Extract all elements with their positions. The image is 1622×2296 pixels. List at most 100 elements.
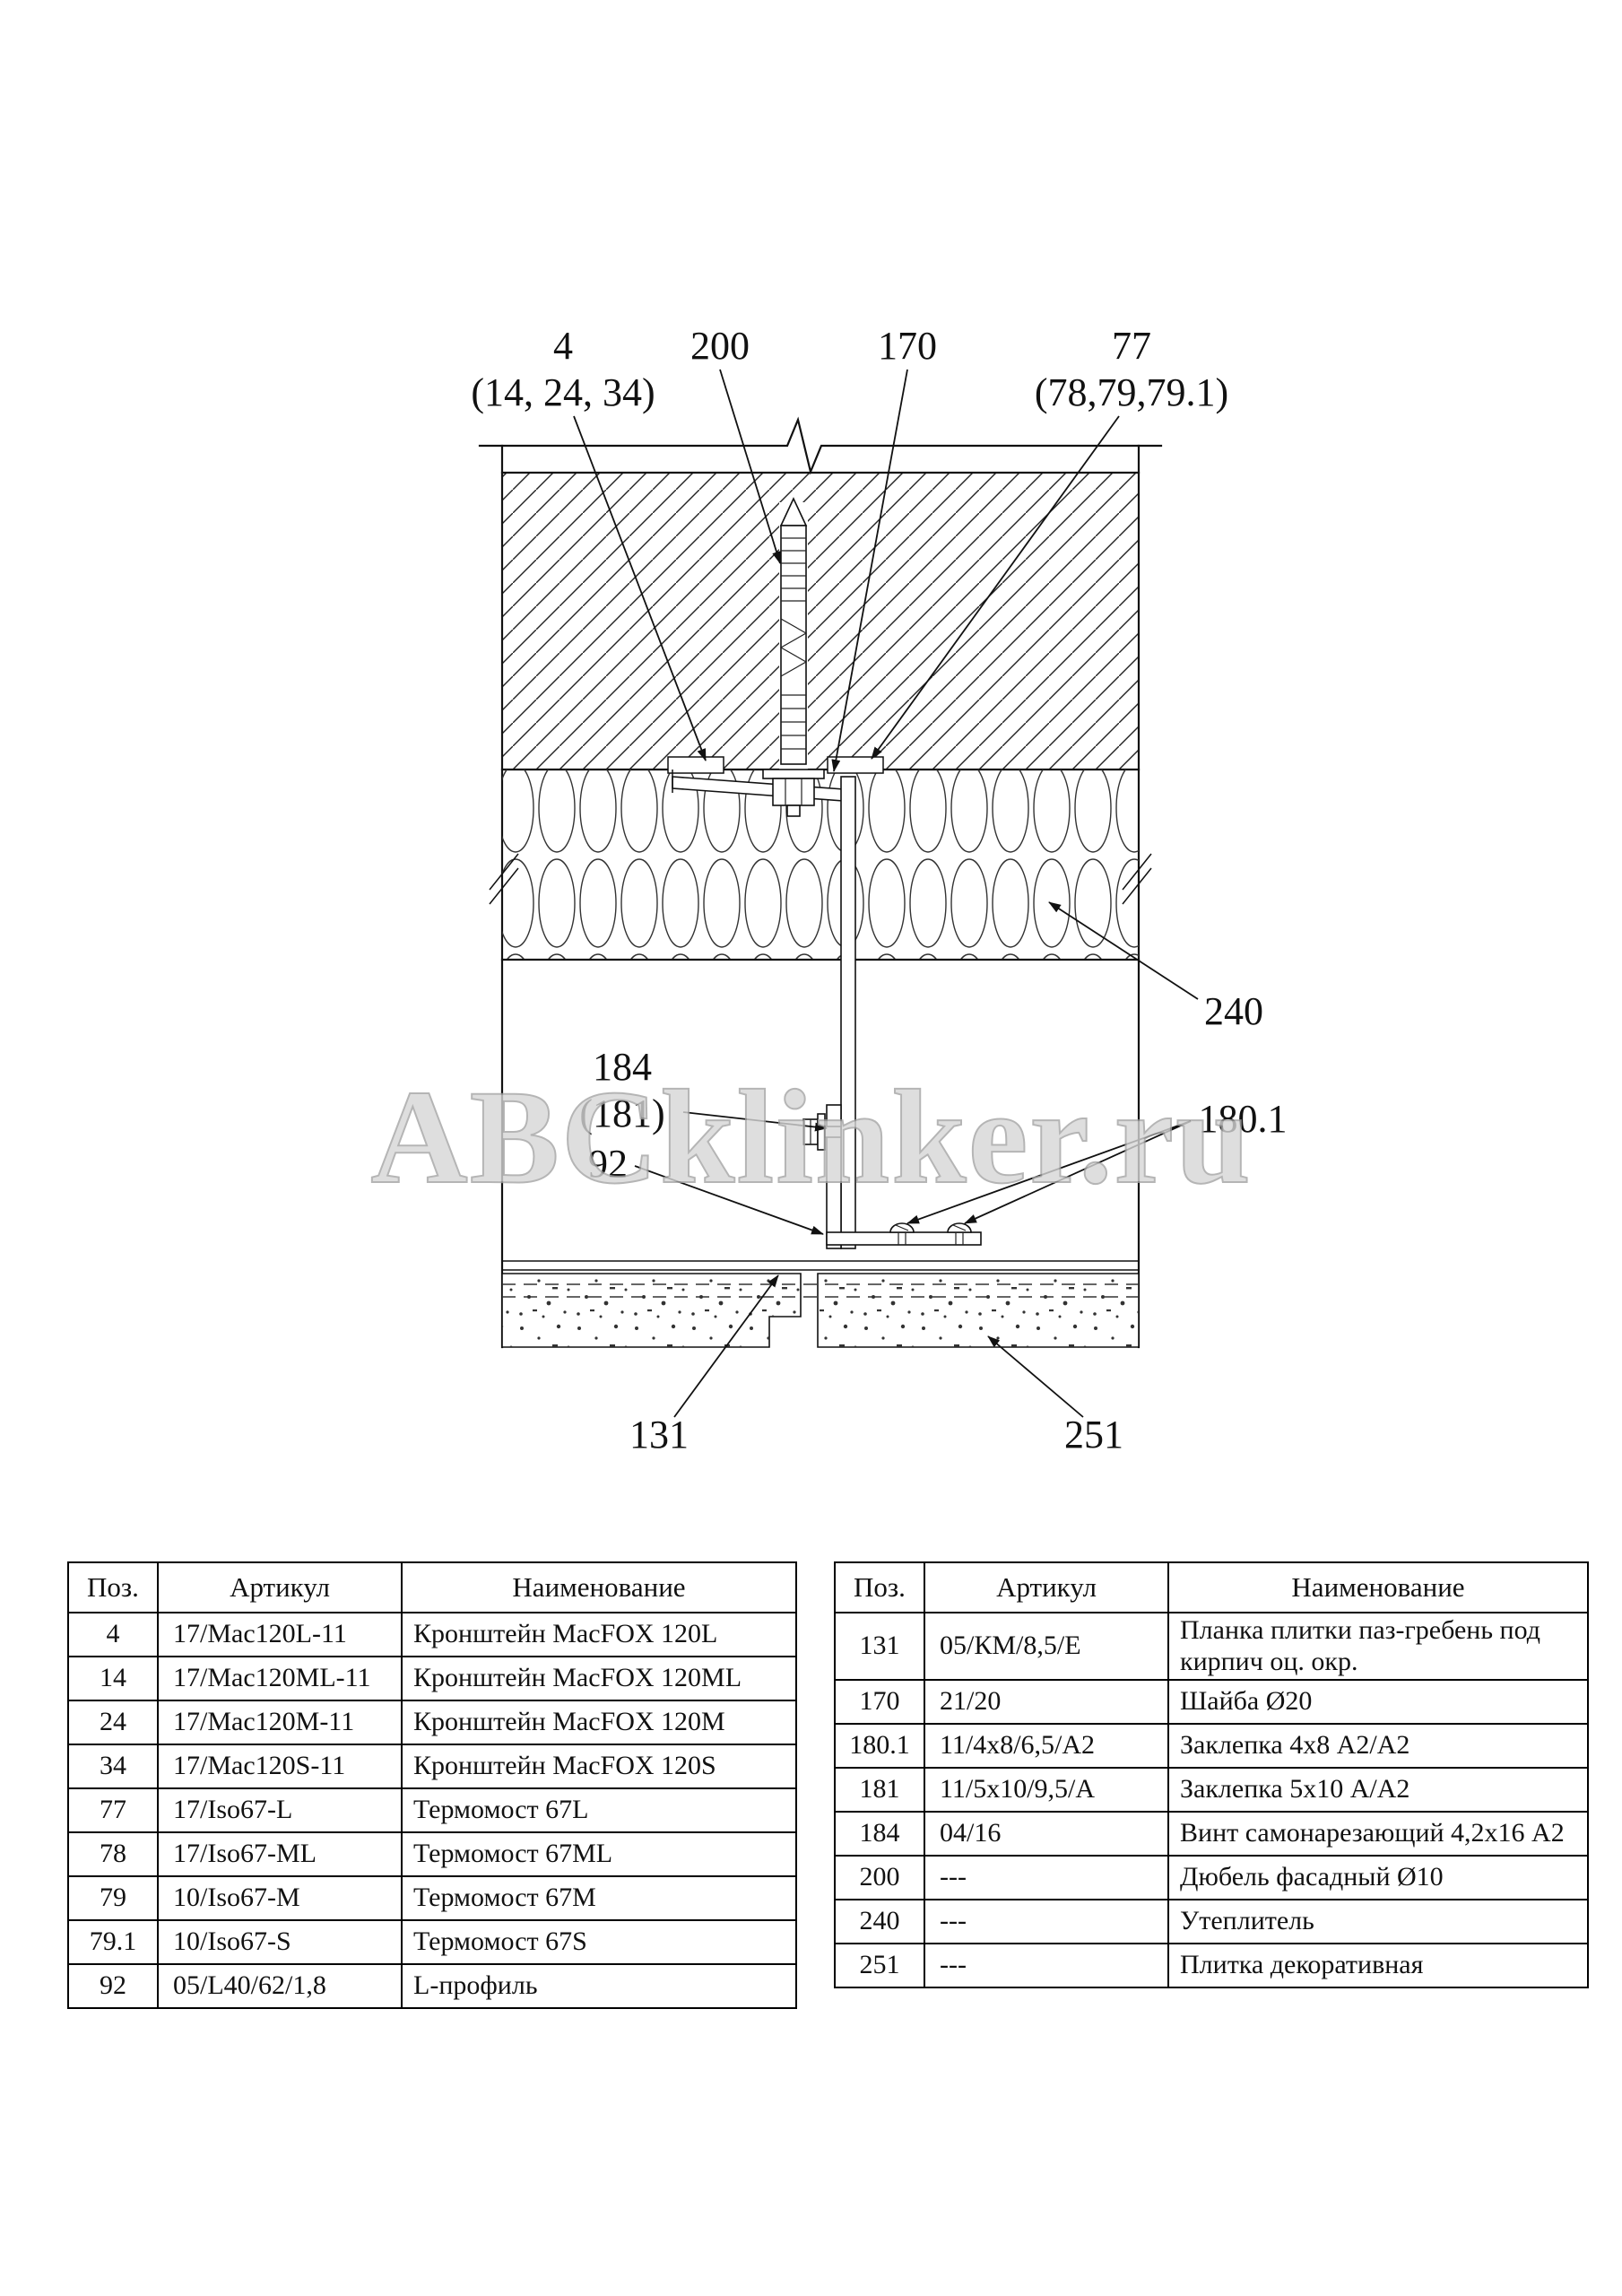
cell-pos: 131 (834, 1612, 925, 1681)
rivets (889, 1222, 972, 1245)
cell-name: Термомост 67ML (401, 1831, 797, 1877)
table-row: 180.1 11/4x8/6,5/А2 Заклепка 4x8 А2/А2 (834, 1723, 1589, 1769)
cell-pos: 24 (67, 1700, 159, 1745)
table-row: 79 10/Iso67-M Термомост 67M (67, 1875, 797, 1921)
cell-pos: 77 (67, 1787, 159, 1833)
cell-pos: 181 (834, 1767, 925, 1813)
callout-184: 184 (593, 1045, 652, 1089)
cell-art: 05/L40/62/1,8 (157, 1963, 403, 2009)
thermobreak-pad-right (827, 756, 884, 774)
leader-240 (1048, 901, 1199, 1000)
break-mark-right (1122, 853, 1152, 905)
cell-name: Шайба Ø20 (1167, 1679, 1589, 1725)
cell-art: 05/КМ/8,5/Е (924, 1612, 1169, 1681)
callout-240: 240 (1204, 989, 1263, 1033)
callout-4-alt: (14, 24, 34) (471, 370, 655, 414)
washer (762, 769, 825, 779)
col-header-pos: Поз. (834, 1561, 925, 1613)
cell-name: Дюбель фасадный Ø10 (1167, 1855, 1589, 1900)
break-mark-left (489, 853, 519, 905)
table-row: 184 04/16 Винт самонарезающий 4,2x16 А2 (834, 1811, 1589, 1857)
cell-name: L-профиль (401, 1963, 797, 2009)
cell-pos: 79.1 (67, 1919, 159, 1965)
cell-art: --- (924, 1899, 1169, 1944)
leader-251 (987, 1335, 1084, 1418)
cell-name: Термомост 67L (401, 1787, 797, 1833)
cell-name: Кронштейн MacFOX 120L (401, 1612, 797, 1657)
cell-pos: 184 (834, 1811, 925, 1857)
callout-170: 170 (878, 324, 937, 368)
callout-180-1: 180.1 (1199, 1097, 1288, 1141)
cell-art: 17/Iso67-ML (157, 1831, 403, 1877)
assembly-drawing: 4 (14, 24, 34) 200 170 77 (78,79,79.1) 2… (369, 324, 1288, 1457)
cell-art: --- (924, 1943, 1169, 1988)
wall-section (478, 416, 1163, 771)
insulation-layer (489, 770, 1152, 961)
cell-name: Термомост 67M (401, 1875, 797, 1921)
col-header-pos: Поз. (67, 1561, 159, 1613)
cell-art: 04/16 (924, 1811, 1169, 1857)
callout-181: (181) (579, 1091, 664, 1135)
cell-name: Заклепка 5x10 А/А2 (1167, 1767, 1589, 1813)
cell-name: Термомост 67S (401, 1919, 797, 1965)
table-row: 24 17/Mac120M-11 Кронштейн MacFOX 120M (67, 1700, 797, 1745)
cell-art: 17/Mac120M-11 (157, 1700, 403, 1745)
table-row: 131 05/КМ/8,5/Е Планка плитки паз-гребен… (834, 1612, 1589, 1681)
table-header-row: Поз. Артикул Наименование (834, 1561, 1589, 1613)
callout-131: 131 (629, 1413, 689, 1457)
leader-184 (682, 1111, 828, 1132)
cell-art: --- (924, 1855, 1169, 1900)
cell-name: Заклепка 4x8 А2/А2 (1167, 1723, 1589, 1769)
table-row: 240 --- Утеплитель (834, 1899, 1589, 1944)
callout-77-alt: (78,79,79.1) (1035, 370, 1228, 414)
leader-180-1-a (906, 1120, 1192, 1224)
table-row: 4 17/Mac120L-11 Кронштейн MacFOX 120L (67, 1612, 797, 1657)
cell-name: Кронштейн MacFOX 120M (401, 1700, 797, 1745)
leader-4 (573, 415, 707, 761)
leader-131 (673, 1274, 779, 1418)
cell-art: 11/4x8/6,5/А2 (924, 1723, 1169, 1769)
leader-77 (871, 415, 1120, 760)
leader-170 (831, 369, 908, 772)
thermobreak-pad-left (667, 756, 724, 774)
callout-4: 4 (553, 324, 573, 368)
cell-art: 17/Mac120S-11 (157, 1744, 403, 1789)
cell-pos: 34 (67, 1744, 159, 1789)
leader-200 (719, 369, 781, 564)
parts-table-right: Поз. Артикул Наименование 131 05/КМ/8,5/… (834, 1561, 1589, 1988)
callout-92: 92 (588, 1142, 628, 1186)
cell-art: 17/Mac120ML-11 (157, 1656, 403, 1701)
col-header-name: Наименование (401, 1561, 797, 1613)
cell-pos: 79 (67, 1875, 159, 1921)
callout-200: 200 (690, 324, 750, 368)
self-tapping-screw (802, 1113, 842, 1151)
cell-pos: 14 (67, 1656, 159, 1701)
cell-art: 17/Mac120L-11 (157, 1612, 403, 1657)
cell-pos: 4 (67, 1612, 159, 1657)
cell-name: Винт самонарезающий 4,2x16 А2 (1167, 1811, 1589, 1857)
cell-art: 11/5x10/9,5/А (924, 1767, 1169, 1813)
col-header-name: Наименование (1167, 1561, 1589, 1613)
cell-art: 10/Iso67-S (157, 1919, 403, 1965)
cell-name: Планка плитки паз-гребень под кирпич оц.… (1167, 1612, 1589, 1681)
callout-251: 251 (1064, 1413, 1123, 1457)
cell-art: 21/20 (924, 1679, 1169, 1725)
screw-shank (824, 1126, 842, 1138)
hex-nut (772, 778, 815, 806)
tile-cladding (501, 1260, 1140, 1348)
table-row: 92 05/L40/62/1,8 L-профиль (67, 1963, 797, 2009)
parts-table-left: Поз. Артикул Наименование 4 17/Mac120L-1… (67, 1561, 797, 2009)
cell-name: Утеплитель (1167, 1899, 1589, 1944)
table-row: 251 --- Плитка декоративная (834, 1943, 1589, 1988)
cell-pos: 251 (834, 1943, 925, 1988)
table-row: 77 17/Iso67-L Термомост 67L (67, 1787, 797, 1833)
table-row: 170 21/20 Шайба Ø20 (834, 1679, 1589, 1725)
cell-pos: 240 (834, 1899, 925, 1944)
cell-name: Плитка декоративная (1167, 1943, 1589, 1988)
cell-pos: 200 (834, 1855, 925, 1900)
table-row: 79.1 10/Iso67-S Термомост 67S (67, 1919, 797, 1965)
cell-pos: 180.1 (834, 1723, 925, 1769)
l-profile-leg (826, 1231, 982, 1246)
watermark: ABCklinker.ru (370, 1063, 1252, 1212)
